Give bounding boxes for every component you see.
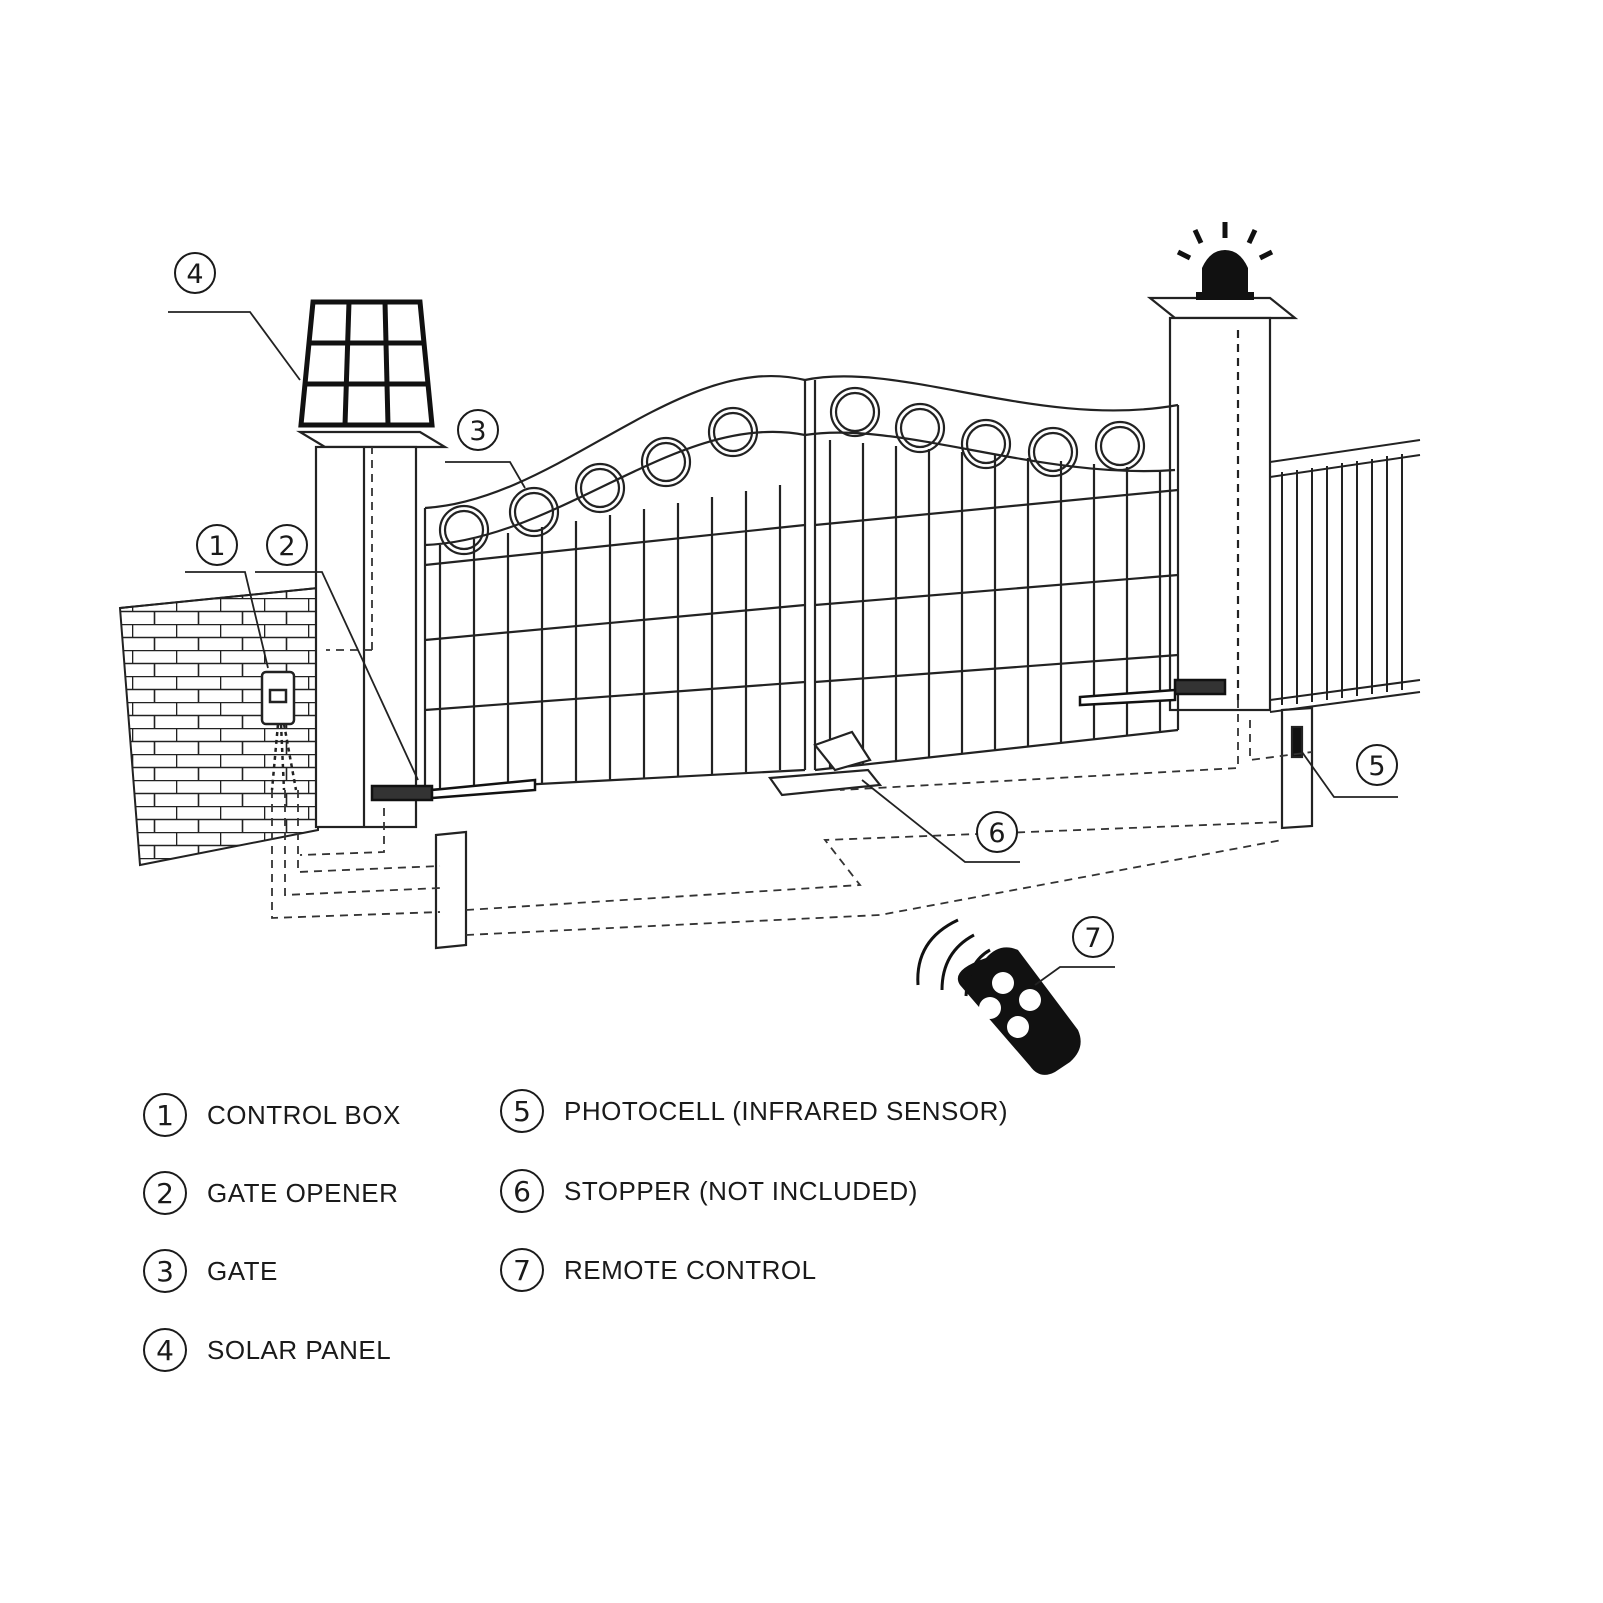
gate-opener xyxy=(370,678,1227,802)
right-pillar xyxy=(1146,296,1299,712)
control-box xyxy=(260,670,298,791)
legend-item: 1 CONTROL BOX xyxy=(143,1090,401,1140)
callout-number: 6 xyxy=(988,818,1005,849)
callouts: 1 2 3 4 5 6 7 xyxy=(174,252,1398,958)
legend-number: 7 xyxy=(500,1248,544,1292)
legend-label: GATE xyxy=(207,1255,278,1286)
callout-3: 3 xyxy=(457,409,499,451)
legend-label: STOPPER (NOT INCLUDED) xyxy=(564,1175,918,1206)
legend-label: PHOTOCELL (INFRARED SENSOR) xyxy=(564,1095,1009,1126)
callout-number: 5 xyxy=(1368,751,1385,782)
legend-number: 1 xyxy=(143,1093,187,1137)
legend-number: 2 xyxy=(143,1171,187,1215)
legend-label: REMOTE CONTROL xyxy=(564,1254,817,1285)
legend-label: GATE OPENER xyxy=(207,1177,399,1208)
callout-number: 1 xyxy=(208,531,225,562)
callout-4: 4 xyxy=(174,252,216,294)
leader-lines xyxy=(168,311,1398,986)
legend-number: 6 xyxy=(500,1169,544,1213)
legend-item: 6 STOPPER (NOT INCLUDED) xyxy=(500,1166,918,1216)
callout-number: 3 xyxy=(469,416,486,447)
warning-lamp-icon xyxy=(1176,222,1274,300)
callout-7: 7 xyxy=(1072,916,1114,958)
legend-number: 5 xyxy=(500,1089,544,1133)
legend-label: CONTROL BOX xyxy=(207,1099,401,1130)
legend-item: 5 PHOTOCELL (INFRARED SENSOR) xyxy=(500,1086,1008,1136)
legend-number: 4 xyxy=(143,1328,187,1372)
legend-item: 2 GATE OPENER xyxy=(143,1168,398,1218)
remote-control-icon xyxy=(916,918,1081,1075)
legend-number: 3 xyxy=(143,1249,187,1293)
fence xyxy=(1269,439,1421,713)
callout-6: 6 xyxy=(976,811,1018,853)
wiring xyxy=(271,447,1313,936)
photocell xyxy=(434,706,1314,950)
legend-item: 4 SOLAR PANEL xyxy=(143,1325,391,1375)
legend-item: 7 REMOTE CONTROL xyxy=(500,1245,817,1295)
callout-2: 2 xyxy=(266,524,308,566)
left-pillar xyxy=(296,430,449,829)
callout-number: 2 xyxy=(278,531,295,562)
brick-wall xyxy=(118,586,319,867)
solar-panel xyxy=(298,299,435,428)
callout-1: 1 xyxy=(196,524,238,566)
legend-item: 3 GATE xyxy=(143,1246,278,1296)
gate xyxy=(423,374,1180,792)
callout-number: 4 xyxy=(186,259,203,290)
legend-label: SOLAR PANEL xyxy=(207,1334,392,1365)
callout-5: 5 xyxy=(1356,744,1398,786)
callout-number: 7 xyxy=(1084,923,1101,954)
stopper xyxy=(767,730,883,797)
